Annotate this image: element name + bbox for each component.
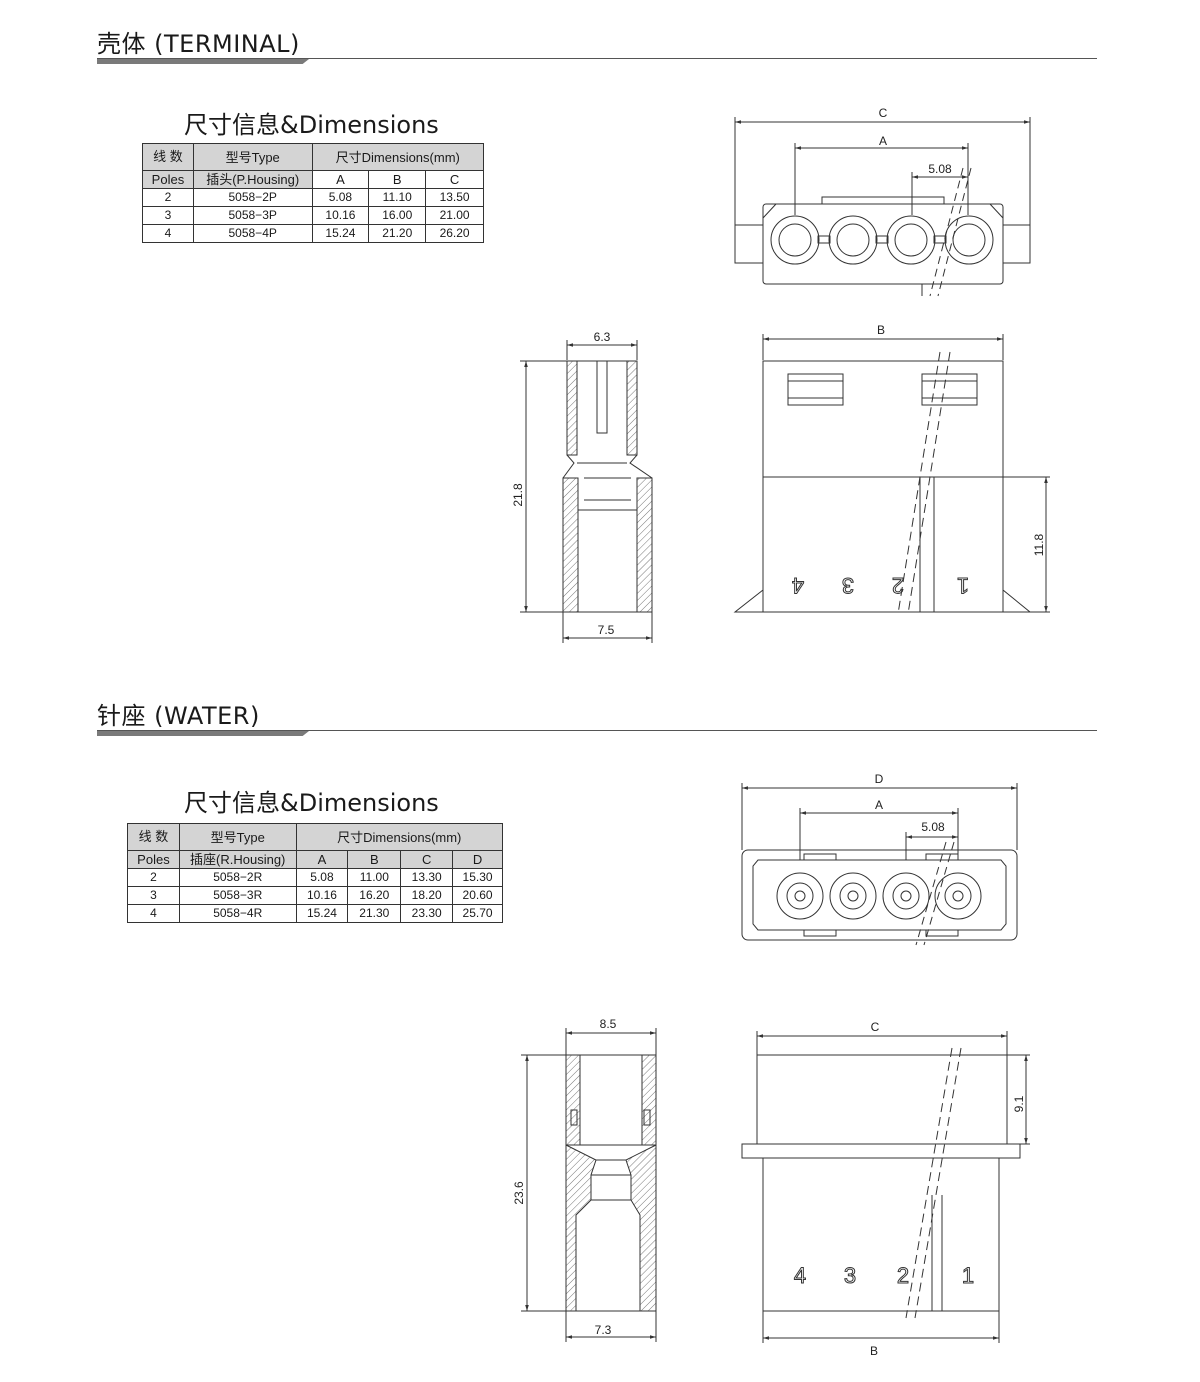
water-label-height: 23.6 (512, 1181, 526, 1205)
terminal-label-b: B (877, 323, 885, 337)
cell-a: 15.24 (295, 904, 349, 923)
cell-type: 5058−2R (178, 868, 297, 887)
table-row: 2 5058−2R 5.08 11.00 13.30 15.30 (127, 868, 503, 887)
type-header: 型号Type (192, 143, 313, 171)
terminal-side-view (520, 340, 653, 643)
water-label-width-bottom: 7.3 (595, 1323, 612, 1337)
terminal-dimensions-heading: 尺寸信息&Dimensions (184, 111, 439, 139)
terminal-label-height: 21.8 (511, 483, 525, 507)
terminal-label-height-right: 11.8 (1032, 533, 1046, 556)
cell-type: 5058−4R (178, 904, 297, 923)
cell-b: 21.30 (347, 904, 402, 923)
poles-header-cn: 线 数 (153, 149, 183, 164)
water-dimensions-table: 线 数 型号Type 尺寸Dimensions(mm) Poles 插座(R.H… (127, 823, 504, 923)
col-d-header: D (452, 850, 503, 869)
type-header: 型号Type (178, 823, 297, 851)
cell-poles: 4 (142, 224, 194, 243)
table-row: 4 5058−4R 15.24 21.30 23.30 25.70 (127, 904, 503, 923)
water-pin-1: 1 (962, 1263, 974, 1288)
water-label-height-right: 9.1 (1012, 1095, 1026, 1112)
terminal-pin-2: 2 (892, 573, 904, 598)
water-label-a: A (875, 798, 883, 812)
cell-d: 25.70 (452, 904, 503, 923)
dimensions-header: 尺寸Dimensions(mm) (311, 143, 484, 171)
water-front-view (741, 1031, 1030, 1343)
terminal-title-rule-accent (97, 59, 309, 64)
cell-poles: 3 (127, 886, 180, 905)
cell-b: 21.20 (368, 224, 427, 243)
cell-type: 5058−4P (192, 224, 313, 243)
cell-a: 10.16 (295, 886, 349, 905)
col-c-header: C (425, 170, 484, 189)
terminal-label-a: A (879, 134, 887, 148)
terminal-pin-3: 3 (842, 573, 854, 598)
table-row: 4 5058−4P 15.24 21.20 26.20 (142, 224, 484, 243)
col-a-header: A (295, 850, 349, 869)
poles-header: 线 数 (142, 143, 194, 171)
dimensions-header: 尺寸Dimensions(mm) (295, 823, 504, 851)
water-side-view (521, 1028, 657, 1342)
water-pin-4: 4 (794, 1263, 806, 1288)
col-b-header: B (347, 850, 402, 869)
water-label-d: D (875, 772, 884, 786)
water-title-rule (97, 730, 1097, 731)
cell-c: 13.50 (425, 188, 484, 207)
terminal-dimensions-table: 线 数 型号Type 尺寸Dimensions(mm) Poles 插头(P.H… (142, 143, 484, 243)
cell-c: 26.20 (425, 224, 484, 243)
terminal-title-rule (97, 58, 1097, 59)
terminal-top-view (734, 117, 1031, 297)
poles-header-en: Poles (142, 170, 194, 189)
terminal-pin-4: 4 (792, 573, 804, 598)
water-dimensions-heading: 尺寸信息&Dimensions (184, 789, 439, 817)
cell-poles: 4 (127, 904, 180, 923)
water-title-rule-accent (97, 731, 309, 736)
cell-b: 16.00 (368, 206, 427, 225)
cell-b: 16.20 (347, 886, 402, 905)
water-label-b: B (870, 1344, 878, 1358)
water-top-view (741, 783, 1018, 946)
terminal-label-pitch: 5.08 (928, 162, 952, 176)
terminal-front-view (733, 334, 1050, 615)
cell-a: 15.24 (311, 224, 370, 243)
poles-header-en: Poles (127, 850, 180, 869)
cell-d: 15.30 (452, 868, 503, 887)
terminal-label-width-bottom: 7.5 (598, 623, 615, 637)
col-a-header: A (311, 170, 370, 189)
housing-header: 插头(P.Housing) (192, 170, 313, 189)
terminal-label-width-top: 6.3 (594, 330, 611, 344)
cell-c: 18.20 (400, 886, 454, 905)
terminal-label-c: C (879, 106, 888, 120)
terminal-pin-1: 1 (957, 573, 969, 598)
housing-header: 插座(R.Housing) (178, 850, 297, 869)
water-pin-2: 2 (897, 1263, 909, 1288)
col-b-header: B (368, 170, 427, 189)
cell-c: 13.30 (400, 868, 454, 887)
poles-header-cn: 线 数 (138, 829, 169, 844)
terminal-section-title: 壳体 (TERMINAL) (97, 30, 300, 58)
water-label-pitch: 5.08 (921, 820, 945, 834)
water-label-c: C (871, 1020, 880, 1034)
water-label-width-top: 8.5 (600, 1017, 617, 1031)
cell-c: 23.30 (400, 904, 454, 923)
water-pin-3: 3 (844, 1263, 856, 1288)
water-section-title: 针座 (WATER) (97, 702, 260, 730)
